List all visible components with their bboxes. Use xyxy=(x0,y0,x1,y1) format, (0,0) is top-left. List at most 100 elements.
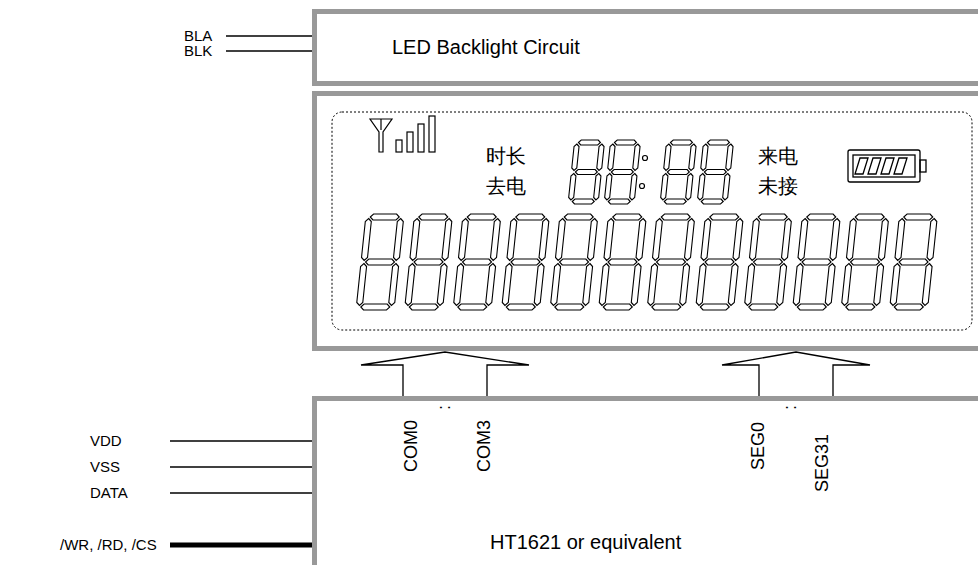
segment xyxy=(437,264,447,306)
segment xyxy=(370,214,400,220)
segment xyxy=(485,264,495,306)
segment xyxy=(726,144,734,171)
segment xyxy=(749,304,779,310)
segment xyxy=(608,144,616,171)
antenna-icon xyxy=(370,119,392,152)
box-title: LED Backlight Circuit xyxy=(392,36,580,59)
segment xyxy=(629,174,637,201)
segment xyxy=(806,214,836,220)
segment xyxy=(550,264,560,306)
signal-bars xyxy=(396,116,435,152)
segment xyxy=(572,144,580,171)
digit xyxy=(453,214,501,310)
segment xyxy=(555,304,585,310)
segment xyxy=(568,174,576,201)
blk-wire xyxy=(226,50,312,51)
seven-segment-digits xyxy=(356,140,938,310)
segment xyxy=(414,259,444,265)
bus-arrow xyxy=(722,352,870,396)
digit xyxy=(647,214,695,310)
pin-name: COM0 xyxy=(401,420,422,472)
segment xyxy=(597,144,605,171)
segment xyxy=(689,144,697,171)
chip-name: HT1621 or equivalent xyxy=(490,531,681,554)
segment xyxy=(701,199,724,204)
segment xyxy=(575,170,598,175)
segment xyxy=(704,170,727,175)
digit xyxy=(356,214,404,310)
segment xyxy=(776,264,786,306)
digit xyxy=(890,214,938,310)
digit xyxy=(599,214,647,310)
digit xyxy=(660,140,697,204)
lcd-icon-text: 时长 xyxy=(486,145,526,168)
segment xyxy=(462,259,492,265)
segment xyxy=(578,140,601,145)
vss-wire xyxy=(170,466,312,467)
segment xyxy=(802,259,832,265)
pin-range-dots: : xyxy=(434,405,455,410)
signal-name: DATA xyxy=(90,484,128,501)
segment xyxy=(418,214,448,220)
digit xyxy=(568,140,605,204)
segment xyxy=(656,259,686,265)
segment xyxy=(793,264,803,306)
signal-name: BLK xyxy=(184,42,212,59)
segment xyxy=(564,214,594,220)
segment xyxy=(647,264,657,306)
bla-wire xyxy=(226,35,312,36)
segment xyxy=(356,264,366,306)
data-wire xyxy=(170,492,312,493)
signal-name: BLA xyxy=(184,27,212,44)
segment xyxy=(685,174,693,201)
segment xyxy=(903,214,933,220)
digit xyxy=(841,214,889,310)
segment xyxy=(572,199,595,204)
segment xyxy=(388,264,398,306)
digit xyxy=(604,140,641,204)
digit xyxy=(744,214,792,310)
segment xyxy=(894,304,924,310)
segment xyxy=(539,219,549,261)
signal-name: VSS xyxy=(90,458,120,475)
segment xyxy=(709,214,739,220)
backlight-box: LED Backlight Circuit xyxy=(312,9,978,86)
pin-name: SEG0 xyxy=(748,422,769,470)
segment xyxy=(700,304,730,310)
segment xyxy=(608,199,631,204)
segment xyxy=(684,219,694,261)
segment xyxy=(582,264,592,306)
segment xyxy=(670,140,693,145)
segment xyxy=(453,264,463,306)
segment xyxy=(664,199,687,204)
digit xyxy=(793,214,841,310)
segment xyxy=(410,219,420,261)
clock-colon xyxy=(640,156,648,189)
segment xyxy=(850,259,880,265)
segment xyxy=(797,304,827,310)
segment xyxy=(679,264,689,306)
segment xyxy=(442,219,452,261)
digit xyxy=(697,140,734,204)
digit xyxy=(502,214,550,310)
segment xyxy=(593,174,601,201)
segment xyxy=(511,259,541,265)
segment xyxy=(753,259,783,265)
segment xyxy=(781,219,791,261)
segment xyxy=(722,174,730,201)
segment xyxy=(361,219,371,261)
segment xyxy=(612,214,642,220)
segment xyxy=(633,144,641,171)
pin-name: SEG31 xyxy=(812,434,833,492)
segment xyxy=(661,214,691,220)
segment xyxy=(701,219,711,261)
segment xyxy=(614,140,637,145)
segment xyxy=(873,264,883,306)
segment xyxy=(631,264,641,306)
segment xyxy=(707,140,730,145)
segment xyxy=(922,264,932,306)
digit xyxy=(550,214,598,310)
segment xyxy=(728,264,738,306)
segment xyxy=(608,259,638,265)
segment xyxy=(393,219,403,261)
